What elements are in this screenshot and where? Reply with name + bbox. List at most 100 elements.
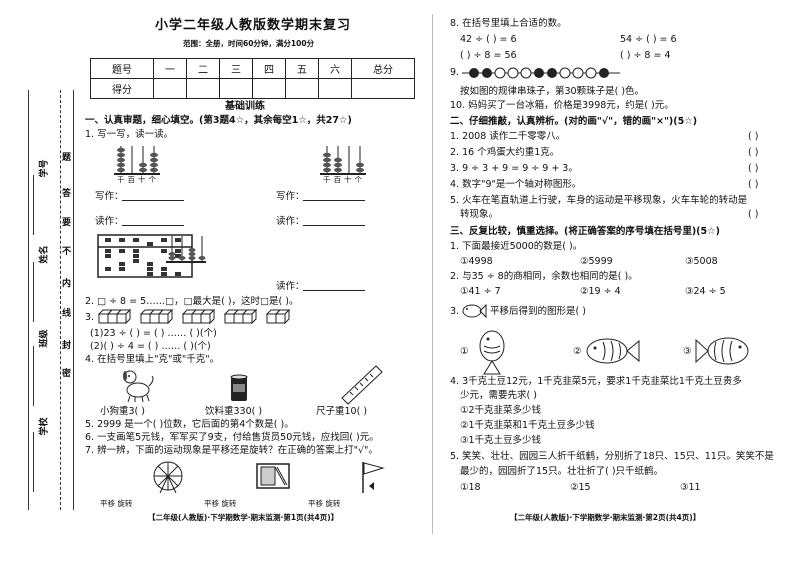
q8-item-2: 54 ÷ ( ) = 6 <box>620 34 677 45</box>
write-answer-2[interactable] <box>303 200 365 201</box>
read-label-3: 读作： <box>276 281 305 292</box>
score-cell[interactable] <box>351 78 415 99</box>
counter-abacus-2 <box>320 146 366 175</box>
p2-item-5a: 5. 火车在笔直轨道上行驶，车身的运动是平移现象，火车车轮的转动是 <box>450 195 748 206</box>
p2-answer-2[interactable]: ( ) <box>748 147 759 158</box>
read-label-2: 读作： <box>276 216 305 227</box>
c3-option-2[interactable]: ② <box>573 346 582 357</box>
q4-text: 4. 在括号里填上"克"或"千克"。 <box>85 354 220 365</box>
student-id-label: 学号 <box>39 159 50 178</box>
score-table-header-row: 题号 一 二 三 四 五 六 总分 <box>90 58 415 79</box>
c5-text-b: 最少的，园园折了15只。壮壮折了( )只千纸鹤。 <box>460 466 664 477</box>
p2-answer-3[interactable]: ( ) <box>748 163 759 174</box>
p2-item-5b: 转现象。 <box>460 209 499 220</box>
school-field[interactable] <box>33 432 34 492</box>
read-label-1: 读作： <box>95 216 124 227</box>
read-answer-1[interactable] <box>122 225 184 226</box>
bead-abacus <box>97 234 193 278</box>
class-field[interactable] <box>33 346 34 406</box>
score-cell[interactable] <box>318 78 352 99</box>
margin-char-8: 密 <box>62 369 72 379</box>
score-cell[interactable] <box>186 78 220 99</box>
part2-heading: 二、仔细推敲，认真辨析。(对的画"√"，错的画"×")(5☆) <box>450 116 698 127</box>
sliding-window-illustration <box>256 463 290 489</box>
score-cell[interactable] <box>153 78 187 99</box>
score-header-cell: 六 <box>318 58 352 79</box>
q5-text: 5. 2999 是一个( )位数，它后面的第4个数是( )。 <box>85 419 294 430</box>
counter-abacus-1 <box>114 146 160 175</box>
q2-text: 2. □ ÷ 8 = 5……□，□最大是( )，这时□是( )。 <box>85 296 299 307</box>
bead-string-illustration <box>462 67 620 79</box>
c5-option-3[interactable]: ③11 <box>680 482 701 493</box>
fish-option-1-icon <box>479 330 505 375</box>
margin-char-2: 答 <box>62 189 72 199</box>
c3-text: 平移后得到的图形是( ) <box>490 306 586 317</box>
margin-char-7: 封 <box>62 341 72 351</box>
score-header-cell: 二 <box>186 58 220 79</box>
p2-item-4: 4. 数字"9"是一个轴对称图形。 <box>450 179 582 190</box>
c5-text-a: 5. 笑笑、壮壮、园园三人折千纸鹤，分别折了18只、15只、11只。笑笑不是 <box>450 451 774 462</box>
page-subtitle: 范围：全册，时间60分钟，满分100分 <box>183 39 315 48</box>
c3-option-3[interactable]: ③ <box>683 346 692 357</box>
binding-line-outer <box>28 90 29 510</box>
p2-answer-5[interactable]: ( ) <box>748 209 759 220</box>
c4-text-a: 4. 3千克土豆12元，1千克韭菜5元，要求1千克韭菜比1千克土豆贵多 <box>450 376 742 387</box>
c1-option-1[interactable]: ①4998 <box>460 256 493 267</box>
score-table-score-row: 得分 <box>90 78 415 99</box>
blocks-illustration <box>97 308 291 325</box>
score-cell[interactable] <box>219 78 253 99</box>
margin-char-4: 不 <box>62 247 72 257</box>
part1-heading: 一、认真审题，细心填空。(第3题4☆，其余每空1☆，共27☆) <box>85 115 352 126</box>
binding-line-inner <box>60 90 61 510</box>
p2-answer-1[interactable]: ( ) <box>748 131 759 142</box>
drink-can-illustration <box>230 374 248 401</box>
c1-option-3[interactable]: ③5008 <box>685 256 718 267</box>
margin-char-1: 题 <box>62 153 72 163</box>
binding-line-right <box>73 90 74 510</box>
q7-options-2[interactable]: 平移 旋转 <box>204 499 237 508</box>
school-label: 学校 <box>39 417 50 436</box>
q7-options-3[interactable]: 平移 旋转 <box>308 499 341 508</box>
q8-item-3: ( ) ÷ 8 = 56 <box>460 50 517 61</box>
q1-text: 1. 写一写，读一读。 <box>85 129 174 140</box>
q4-item-dog: 小狗重3( ) <box>100 406 145 417</box>
q9-number: 9. <box>450 67 460 78</box>
read-answer-3[interactable] <box>303 290 365 291</box>
score-cell[interactable] <box>252 78 286 99</box>
c3-option-1[interactable]: ① <box>460 346 469 357</box>
name-field[interactable] <box>33 262 34 322</box>
q6-text: 6. 一支画笔5元钱，军军买了9支，付给售货员50元钱，应找回( )元。 <box>85 432 379 443</box>
write-label-2: 写作： <box>276 191 305 202</box>
c4-option-3[interactable]: ③1千克土豆多少钱 <box>460 435 542 446</box>
p2-answer-4[interactable]: ( ) <box>748 179 759 190</box>
c4-option-2[interactable]: ②1千克韭菜和1千克土豆多少钱 <box>460 420 595 431</box>
q3-line-1: (1)23 ÷ ( ) = ( ) …… ( )(个) <box>90 328 217 339</box>
q7-options-1[interactable]: 平移 旋转 <box>100 499 133 508</box>
c4-text-b: 少元，需要先求( ) <box>460 390 537 401</box>
section-title: 基础训练 <box>225 101 265 112</box>
write-label-1: 写作： <box>95 191 124 202</box>
c2-option-3[interactable]: ③24 ÷ 5 <box>685 286 726 297</box>
c5-option-1[interactable]: ①18 <box>460 482 481 493</box>
write-answer-1[interactable] <box>122 200 184 201</box>
flag-illustration <box>362 462 385 493</box>
c2-text: 2. 与35 ÷ 8的商相同，余数也相同的是( )。 <box>450 271 638 282</box>
q8-text: 8. 在括号里填上合适的数。 <box>450 18 567 29</box>
c2-option-1[interactable]: ①41 ÷ 7 <box>460 286 501 297</box>
c4-option-1[interactable]: ①2千克韭菜多少钱 <box>460 405 542 416</box>
margin-char-5: 内 <box>62 279 72 289</box>
abacus2-labels: 千百十个 <box>323 175 365 184</box>
q10-text: 10. 妈妈买了一台冰箱，价格是3998元，约是( )元。 <box>450 100 674 111</box>
q3-line-2: (2)( ) ÷ 4 = ( ) …… ( )(个) <box>90 341 211 352</box>
c1-option-2[interactable]: ②5999 <box>580 256 613 267</box>
page-divider <box>432 14 433 534</box>
student-id-field[interactable] <box>33 175 34 235</box>
left-footer: 【二年级(人教版)·下学期数学·期末监测·第1页(共4页)】 <box>148 513 339 522</box>
c5-option-2[interactable]: ②15 <box>570 482 591 493</box>
score-cell[interactable] <box>285 78 319 99</box>
counter-abacus-3 <box>166 236 206 263</box>
c2-option-2[interactable]: ②19 ÷ 4 <box>580 286 621 297</box>
read-answer-2[interactable] <box>303 225 365 226</box>
q4-item-drink: 饮料重330( ) <box>205 406 263 417</box>
dog-illustration <box>123 370 154 403</box>
